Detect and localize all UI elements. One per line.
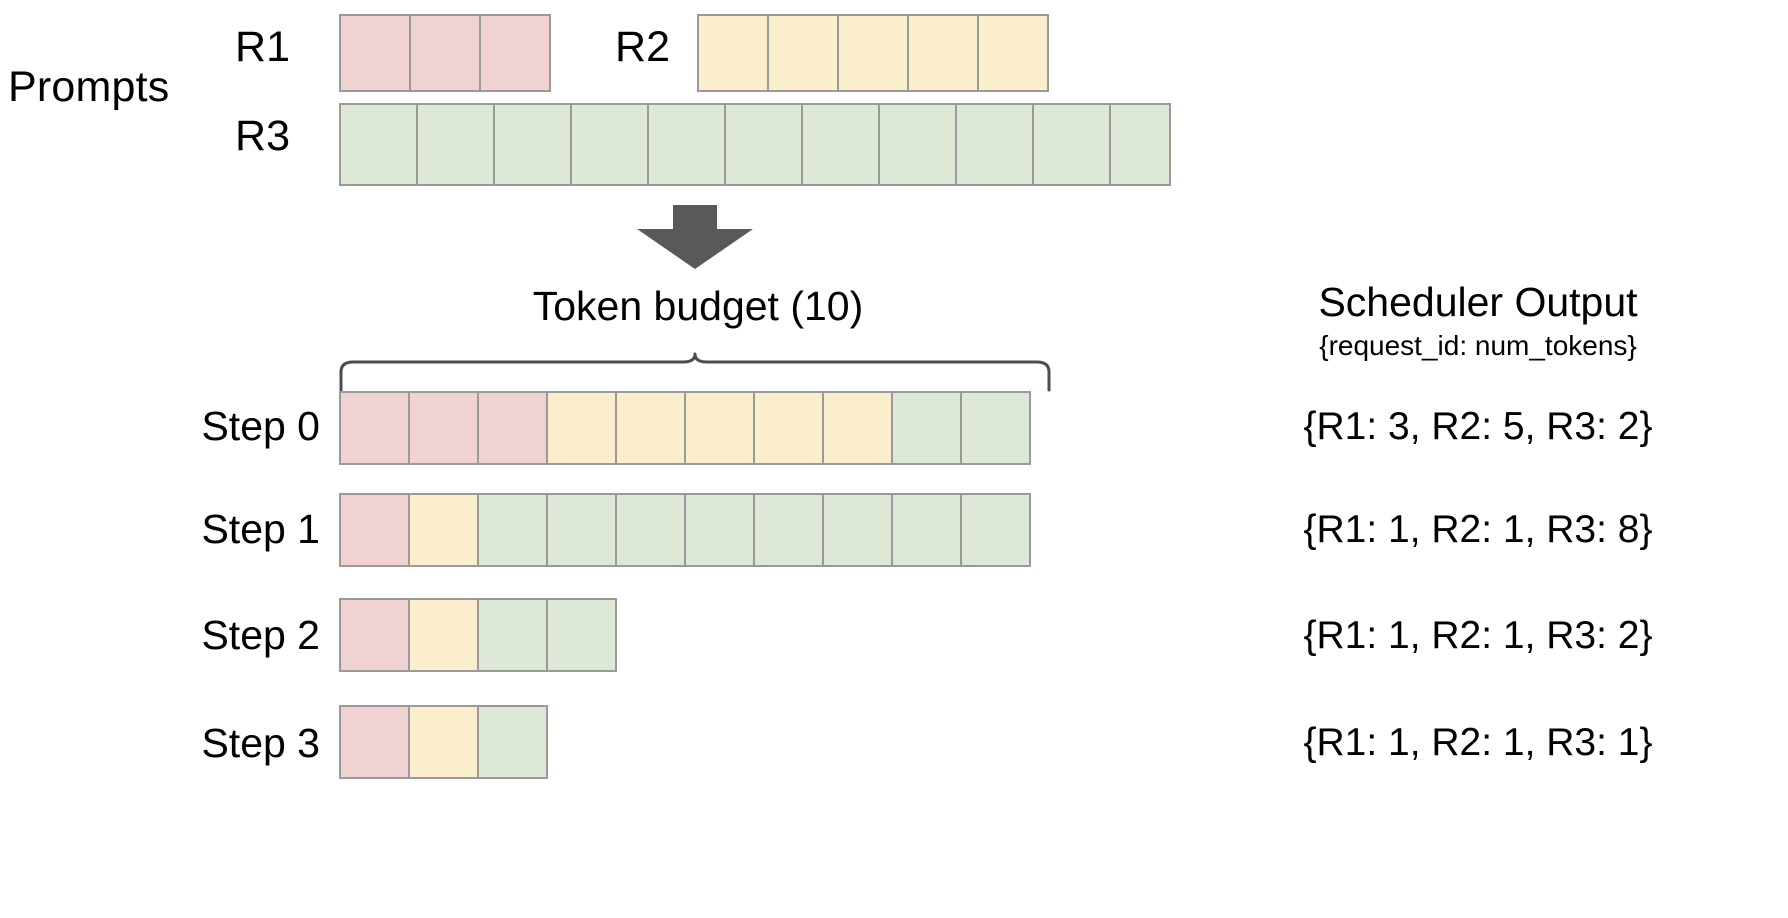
scheduler-output-line-3: {R1: 1, R2: 1, R3: 1} (1303, 721, 1653, 764)
token-cell-green (477, 705, 548, 779)
step-label-1: Step 1 (201, 506, 320, 552)
token-cell-yellow (753, 391, 824, 465)
step-label-0: Step 0 (201, 403, 320, 449)
down-arrow-icon (635, 205, 755, 275)
prompt-row-r3 (339, 103, 1171, 186)
token-cell-pink (339, 598, 410, 672)
token-cell-green (891, 493, 962, 567)
token-cell-yellow (408, 493, 479, 567)
token-cell-pink (339, 493, 410, 567)
token-cell-green (1032, 103, 1111, 186)
prompt-row-r1 (339, 14, 551, 92)
step-row-0 (339, 391, 1031, 465)
token-cell-pink (339, 391, 410, 465)
scheduler-output-title: Scheduler Output (1318, 279, 1638, 325)
token-cell-green (878, 103, 957, 186)
token-cell-green (339, 103, 418, 186)
scheduler-output-line-0: {R1: 3, R2: 5, R3: 2} (1303, 405, 1653, 448)
token-cell-green (493, 103, 572, 186)
token-cell-green (955, 103, 1034, 186)
token-cell-pink (479, 14, 551, 92)
request-label-r3: R3 (235, 112, 290, 160)
token-cell-green (546, 493, 617, 567)
token-cell-green (416, 103, 495, 186)
token-cell-pink (477, 391, 548, 465)
token-cell-green (647, 103, 726, 186)
token-cell-green (753, 493, 824, 567)
token-cell-pink (408, 391, 479, 465)
step-row-1 (339, 493, 1031, 567)
token-cell-yellow (977, 14, 1049, 92)
scheduler-output-line-1: {R1: 1, R2: 1, R3: 8} (1303, 508, 1653, 551)
step-label-3: Step 3 (201, 720, 320, 766)
token-cell-yellow (615, 391, 686, 465)
token-cell-green (546, 598, 617, 672)
request-label-r2: R2 (615, 23, 670, 71)
token-cell-green (960, 391, 1031, 465)
scheduler-output-subtitle: {request_id: num_tokens} (1319, 330, 1637, 361)
token-cell-yellow (767, 14, 839, 92)
token-cell-yellow (697, 14, 769, 92)
token-cell-green (960, 493, 1031, 567)
step-row-2 (339, 598, 617, 672)
token-cell-green (684, 493, 755, 567)
token-cell-green (615, 493, 686, 567)
token-cell-yellow (408, 598, 479, 672)
request-label-r1: R1 (235, 23, 290, 71)
scheduler-output-line-2: {R1: 1, R2: 1, R3: 2} (1303, 614, 1653, 657)
token-cell-green (891, 391, 962, 465)
token-cell-yellow (907, 14, 979, 92)
prompts-section-label: Prompts (8, 63, 170, 111)
token-cell-pink (409, 14, 481, 92)
step-label-2: Step 2 (201, 612, 320, 658)
curly-brace-icon (339, 352, 1051, 397)
token-cell-green (822, 493, 893, 567)
token-cell-green (477, 598, 548, 672)
token-budget-title: Token budget (10) (532, 283, 864, 329)
token-cell-green (724, 103, 803, 186)
token-cell-green (1109, 103, 1171, 186)
token-cell-yellow (684, 391, 755, 465)
token-cell-yellow (546, 391, 617, 465)
token-cell-yellow (822, 391, 893, 465)
token-cell-yellow (837, 14, 909, 92)
step-row-3 (339, 705, 548, 779)
token-cell-pink (339, 705, 410, 779)
token-cell-green (570, 103, 649, 186)
prompt-row-r2 (697, 14, 1049, 92)
token-cell-green (477, 493, 548, 567)
token-cell-green (801, 103, 880, 186)
token-cell-yellow (408, 705, 479, 779)
token-cell-pink (339, 14, 411, 92)
